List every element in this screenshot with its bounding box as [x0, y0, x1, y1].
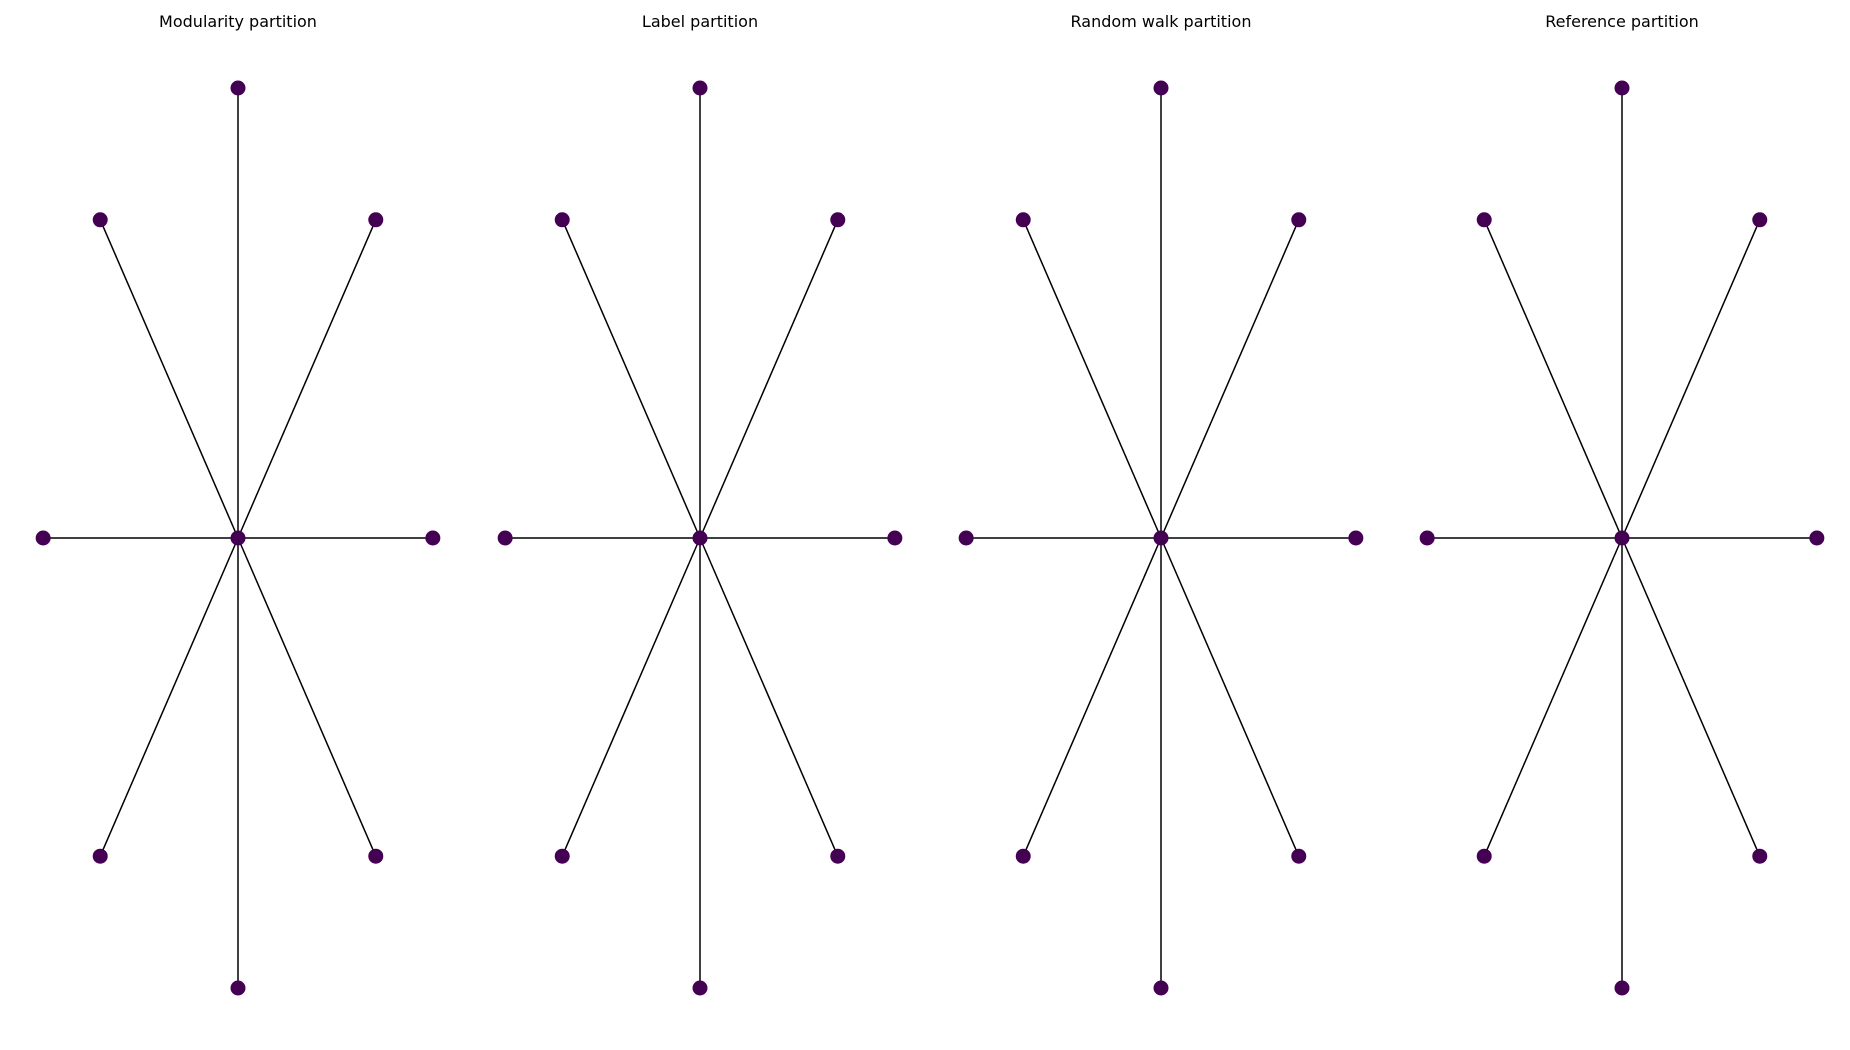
node-5	[692, 980, 708, 996]
node-3	[425, 530, 441, 546]
edge-group	[43, 88, 433, 988]
edge-0-8	[1022, 219, 1162, 539]
node-8	[554, 212, 570, 228]
edge-0-2	[237, 219, 377, 539]
node-5	[1153, 980, 1169, 996]
node-group	[958, 80, 1364, 996]
edge-0-6	[99, 537, 239, 857]
node-group	[497, 80, 903, 996]
edge-0-8	[99, 219, 239, 539]
edge-0-8	[1483, 219, 1623, 539]
node-4	[830, 848, 846, 864]
node-6	[92, 848, 108, 864]
node-6	[554, 848, 570, 864]
node-group	[35, 80, 441, 996]
node-7	[958, 530, 974, 546]
node-3	[1348, 530, 1364, 546]
node-5	[1614, 980, 1630, 996]
edge-group	[505, 88, 895, 988]
node-1	[1614, 80, 1630, 96]
node-8	[92, 212, 108, 228]
edge-0-4	[699, 537, 839, 857]
node-3	[1809, 530, 1825, 546]
edge-0-6	[561, 537, 701, 857]
node-1	[230, 80, 246, 96]
node-5	[230, 980, 246, 996]
edge-group	[1427, 88, 1817, 988]
edge-0-2	[1621, 219, 1761, 539]
panel-title: Modularity partition	[159, 12, 317, 31]
node-6	[1476, 848, 1492, 864]
node-2	[368, 212, 384, 228]
node-3	[887, 530, 903, 546]
node-2	[830, 212, 846, 228]
edge-0-8	[561, 219, 701, 539]
node-7	[1419, 530, 1435, 546]
node-8	[1476, 212, 1492, 228]
edge-0-6	[1483, 537, 1623, 857]
node-1	[1153, 80, 1169, 96]
hub-node	[692, 530, 708, 546]
node-7	[497, 530, 513, 546]
node-group	[1419, 80, 1825, 996]
edge-0-2	[1160, 219, 1300, 539]
edge-0-4	[1160, 537, 1300, 857]
panel-title: Label partition	[642, 12, 758, 31]
panel-label: Label partition	[497, 12, 903, 996]
panel-random-walk: Random walk partition	[958, 12, 1364, 996]
hub-node	[1153, 530, 1169, 546]
node-4	[1752, 848, 1768, 864]
panel-title: Reference partition	[1545, 12, 1699, 31]
node-4	[368, 848, 384, 864]
edge-group	[966, 88, 1356, 988]
panel-title: Random walk partition	[1071, 12, 1252, 31]
hub-node	[1614, 530, 1630, 546]
hub-node	[230, 530, 246, 546]
node-2	[1291, 212, 1307, 228]
edge-0-6	[1022, 537, 1162, 857]
node-6	[1015, 848, 1031, 864]
node-7	[35, 530, 51, 546]
panel-modularity: Modularity partition	[35, 12, 441, 996]
panel-reference: Reference partition	[1419, 12, 1825, 996]
node-8	[1015, 212, 1031, 228]
node-2	[1752, 212, 1768, 228]
edge-0-4	[1621, 537, 1761, 857]
edge-0-2	[699, 219, 839, 539]
node-1	[692, 80, 708, 96]
node-4	[1291, 848, 1307, 864]
edge-0-4	[237, 537, 377, 857]
